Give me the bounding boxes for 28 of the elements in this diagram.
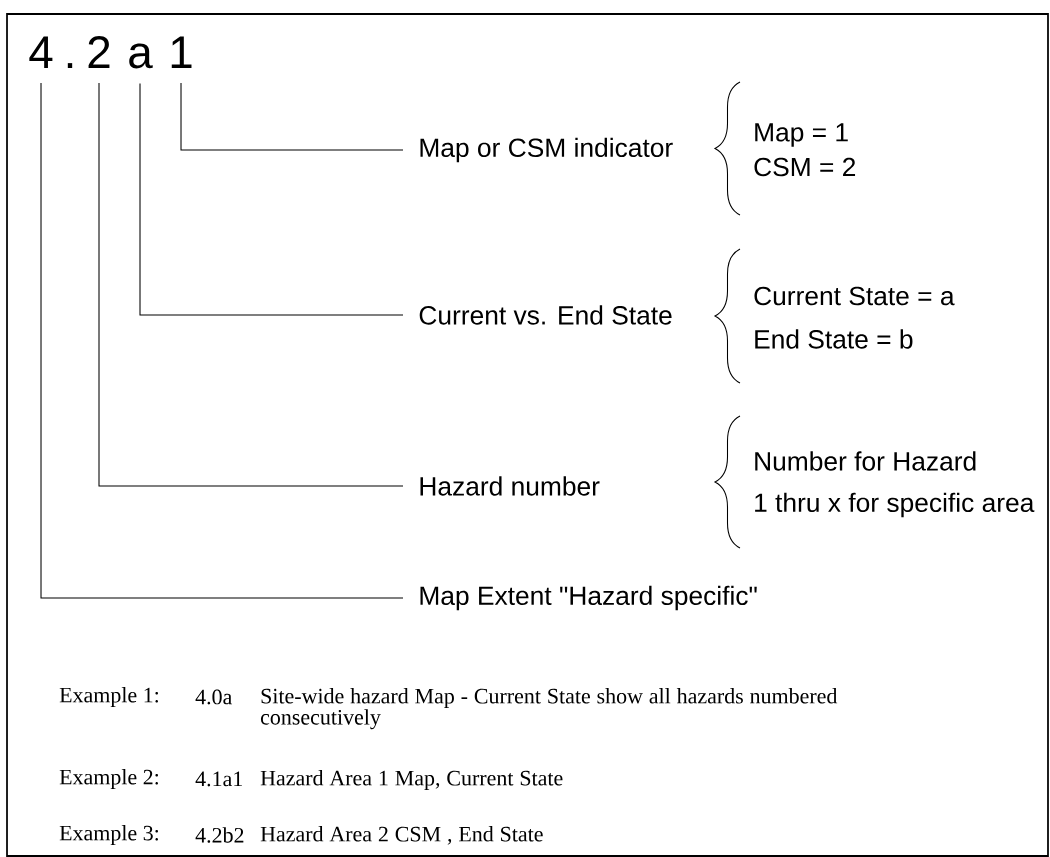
value-label: Map = 1	[755, 123, 848, 147]
example-description: Site-wide hazard Map - Current State show all hazards numbered consecutively	[260, 688, 838, 730]
leader-line	[180, 82, 404, 151]
example-label: Example 2:	[59, 769, 158, 789]
value-label: 1 thru x for specific area	[755, 492, 1035, 518]
code-character: a	[129, 43, 153, 69]
example-code: 4.1a1	[195, 771, 242, 787]
code-character: 1	[171, 36, 192, 68]
example-description: Hazard Area 2 CSM , End State	[260, 826, 543, 845]
example-label: Example 3:	[59, 825, 158, 845]
example-label: Example 1:	[59, 687, 158, 707]
code-character: 2	[88, 36, 110, 68]
descriptor-label: Map or CSM indicator	[420, 137, 673, 163]
code-character: .	[67, 63, 73, 68]
leader-line	[40, 82, 404, 599]
value-label: Number for Hazard	[755, 451, 976, 471]
example-code: 4.2b2	[195, 827, 244, 843]
descriptor-label: Map Extent "Hazard specific"	[420, 585, 757, 611]
leader-line	[98, 82, 404, 487]
example-description: Hazard Area 1 Map, Current State	[260, 770, 563, 791]
value-label: End State = b	[755, 329, 913, 349]
descriptor-label: Current vs. End State	[419, 305, 672, 325]
leader-line	[139, 82, 404, 316]
value-label: CSM = 2	[754, 157, 856, 177]
descriptor-label: Hazard number	[420, 476, 600, 496]
example-code: 4.0a	[195, 689, 232, 705]
value-label: Current State = a	[754, 286, 955, 306]
code-character: 4	[29, 36, 53, 68]
